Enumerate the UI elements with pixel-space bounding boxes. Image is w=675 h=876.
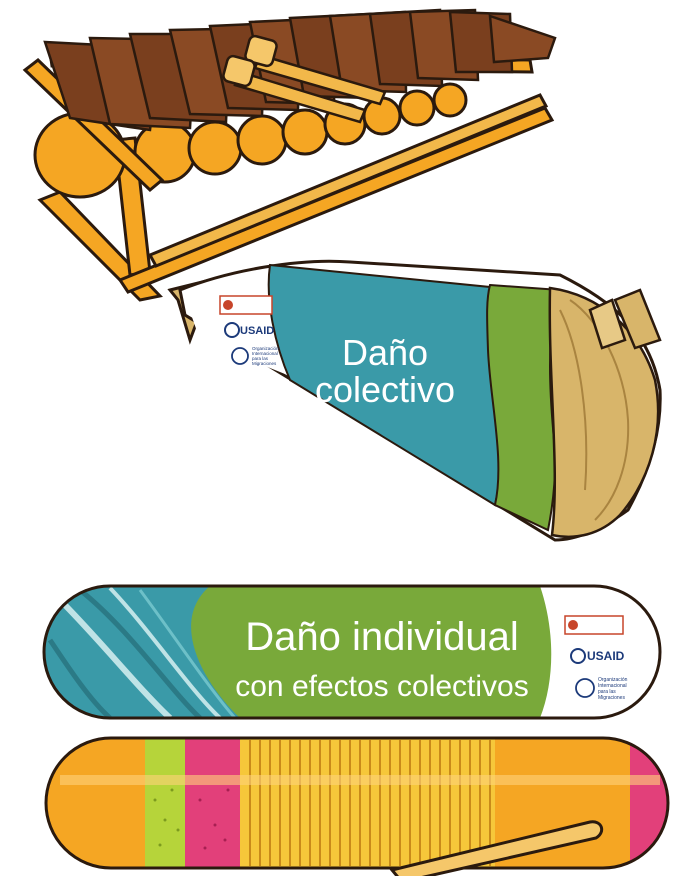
oim2-line-3: para las	[598, 689, 616, 695]
oim2-line-2: Internacional	[598, 683, 627, 689]
colectivo-title-line2: colectivo	[315, 369, 455, 410]
oim-globe-icon	[231, 347, 249, 365]
colectivo-title-line1: Daño	[342, 332, 428, 373]
oim-line-3: para las	[252, 356, 269, 361]
oim2-line-4: Migraciones	[598, 695, 625, 701]
guiro-illustration	[44, 736, 670, 876]
oim2-line-1: Organización	[598, 677, 628, 683]
oim-line-4: Migraciones	[252, 361, 277, 366]
oim-line-1: Organización	[252, 346, 279, 351]
usaid-seal-icon-2	[570, 648, 586, 664]
usaid-logo-text: USAID	[240, 325, 274, 337]
government-seal-logo-2	[564, 615, 624, 635]
card-dano-individual: USAID Organización Internacional para la…	[42, 584, 662, 720]
individual-title-line1: Daño individual	[245, 615, 519, 659]
individual-title-line2: con efectos colectivos	[235, 670, 528, 703]
marimba-mallets	[222, 34, 387, 124]
oim-globe-icon-2	[575, 678, 595, 698]
colectivo-logos: USAID Organización Internacional para la…	[219, 295, 279, 366]
oim-line-2: Internacional	[252, 351, 278, 356]
government-seal-logo	[219, 295, 273, 315]
usaid-seal-icon	[224, 322, 240, 338]
card-dano-colectivo: USAID Organización Internacional para la…	[167, 259, 662, 542]
marimba-illustration	[22, 8, 557, 302]
usaid-logo-text-2: USAID	[587, 649, 625, 663]
individual-logos: USAID Organización Internacional para la…	[564, 615, 628, 701]
